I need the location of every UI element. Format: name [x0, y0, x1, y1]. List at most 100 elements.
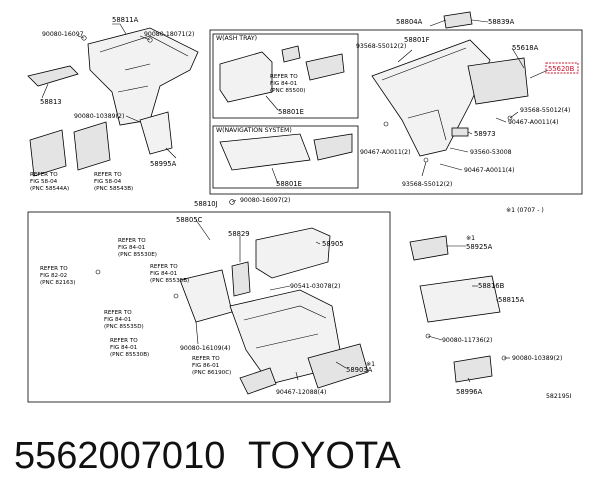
svg-text:(PNC 86190C): (PNC 86190C): [192, 370, 231, 376]
parts-diagram: 58811A 90080-16097 90080-18071(2) 58813 …: [27, 11, 583, 403]
ref-85535B[interactable]: REFER TO FIG 84-01 (PNC 85535B): [150, 264, 189, 284]
ash-tray-inset-frame: [212, 33, 359, 119]
part-58801F-detail: [381, 47, 467, 141]
callout-58801E-nav[interactable]: 58801E: [276, 180, 302, 188]
svg-text:FIG 84-01: FIG 84-01: [104, 317, 132, 323]
mark-note-1b: ※1: [366, 361, 375, 368]
part-58995A-shape: [139, 111, 173, 155]
callout-55618A[interactable]: 55618A: [512, 44, 539, 52]
callout-58801F[interactable]: 58801F: [404, 36, 430, 44]
svg-text:(PNC 85530E): (PNC 85530E): [118, 252, 157, 258]
ref-85530B[interactable]: REFER TO FIG 84-01 (PNC 85530B): [110, 338, 149, 358]
nav-insert: [313, 133, 353, 161]
svg-text:(PNC 82163): (PNC 82163): [40, 280, 75, 286]
callout-58829[interactable]: 58829: [228, 230, 250, 238]
callout-90467-A0011-4-top[interactable]: 90467-A0011(4): [508, 119, 559, 126]
part-58905-shape: [255, 227, 331, 279]
footer: 5562007010 TOYOTA: [8, 428, 598, 488]
part-58973-shape: [451, 127, 469, 137]
callout-93568-55012-top[interactable]: 93568-55012(2): [356, 43, 406, 50]
callout-93568-55012-4[interactable]: 93568-55012(4): [520, 107, 570, 114]
callout-58925A[interactable]: 58925A: [466, 243, 493, 251]
svg-text:FIG 82-02: FIG 82-02: [40, 273, 67, 279]
ref-85500[interactable]: REFER TO FIG 84-01 (PNC 85500): [270, 74, 305, 94]
rear-lower-cover: [239, 367, 277, 395]
left-switch-panel-b: [73, 121, 111, 171]
callout-58804A[interactable]: 58804A: [396, 18, 423, 26]
svg-text:(PNC 85500): (PNC 85500): [270, 88, 305, 94]
svg-text:REFER TO: REFER TO: [270, 74, 298, 80]
callout-58815A[interactable]: 58815A: [498, 296, 525, 304]
highlight-box-55620B: [545, 62, 579, 74]
callout-90467-A0011-2[interactable]: 90467-A0011(2): [360, 149, 411, 156]
mark-note-1a: ※1: [466, 235, 475, 242]
navigation-inset-frame: [212, 125, 359, 189]
callout-58811A[interactable]: 58811A: [112, 16, 139, 24]
ref-85535D[interactable]: REFER TO FIG 84-01 (PNC 85535D): [104, 310, 144, 330]
upper-right-frame: [209, 29, 583, 195]
callout-93568-55012-bottom[interactable]: 93568-55012(2): [402, 181, 452, 188]
fasteners: [81, 35, 513, 361]
callout-58973[interactable]: 58973: [474, 130, 496, 138]
callout-58816B[interactable]: 58816B: [478, 282, 505, 290]
callout-90467-12088[interactable]: 90467-12088(4): [276, 389, 326, 396]
svg-text:FIG 58-04: FIG 58-04: [30, 179, 58, 185]
ref-86190C[interactable]: REFER TO FIG 86-01 (PNC 86190C): [192, 356, 231, 376]
callout-90080-18071[interactable]: 90080-18071(2): [144, 31, 194, 38]
callout-90080-11736[interactable]: 90080-11736(2): [442, 337, 492, 344]
part-58839A-shape: [443, 11, 473, 29]
bolt-marker: [383, 121, 389, 127]
svg-text:(PNC 85535D): (PNC 85535D): [104, 324, 144, 330]
callout-55620B[interactable]: 55620B: [548, 65, 575, 73]
svg-text:FIG 84-01: FIG 84-01: [150, 271, 178, 277]
callout-58996A[interactable]: 58996A: [456, 388, 483, 396]
svg-text:REFER TO: REFER TO: [30, 172, 58, 178]
part-58810J-detail: [243, 305, 327, 349]
callout-90080-16097-2[interactable]: 90080-16097(2): [240, 197, 290, 204]
ash-tray-panel: [219, 51, 273, 103]
ash-tray-insert: [305, 53, 345, 81]
svg-text:REFER TO: REFER TO: [94, 172, 122, 178]
svg-text:REFER TO: REFER TO: [150, 264, 178, 270]
callout-58810J[interactable]: 58810J: [194, 200, 218, 208]
svg-text:REFER TO: REFER TO: [104, 310, 132, 316]
svg-text:(PNC 58544A): (PNC 58544A): [30, 186, 69, 192]
part-55618A-shape: [467, 57, 529, 105]
part-58801F-shape: [371, 39, 491, 157]
ref-85530E[interactable]: REFER TO FIG 84-01 (PNC 85530E): [118, 238, 157, 258]
diagram-canvas: 58811A 90080-16097 90080-18071(2) 58813 …: [27, 11, 583, 403]
brand-text: TOYOTA: [248, 435, 401, 477]
callout-58805C[interactable]: 58805C: [176, 216, 203, 224]
lower-left-frame: [27, 211, 391, 403]
svg-text:FIG 84-01: FIG 84-01: [110, 345, 138, 351]
ref-82163[interactable]: REFER TO FIG 82-02 (PNC 82163): [40, 266, 75, 286]
part-58811A-shape: [87, 27, 199, 126]
part-58925A-shape: [409, 235, 449, 261]
callout-58813[interactable]: 58813: [40, 98, 62, 106]
ash-tray-inset-label: W(ASH TRAY): [216, 35, 257, 42]
callout-90467-A0011-4-bottom[interactable]: 90467-A0011(4): [464, 167, 515, 174]
svg-text:FIG 58-04: FIG 58-04: [94, 179, 122, 185]
svg-text:REFER TO: REFER TO: [118, 238, 146, 244]
ref-58543B[interactable]: REFER TO FIG 58-04 (PNC 58543B): [94, 172, 133, 192]
svg-text:(PNC 85530B): (PNC 85530B): [110, 352, 149, 358]
callout-90541-03078[interactable]: 90541-03078(2): [290, 283, 340, 290]
callout-58995A[interactable]: 58995A: [150, 160, 177, 168]
part-58996A-shape: [453, 355, 493, 383]
svg-text:FIG 86-01: FIG 86-01: [192, 363, 220, 369]
callout-90080-16109[interactable]: 90080-16109(4): [180, 345, 230, 352]
callout-58801E-ash[interactable]: 58801E: [278, 108, 304, 116]
part-58903A-shape: [307, 343, 369, 389]
callout-90080-10389[interactable]: 90080-10389(2): [74, 113, 124, 120]
part-58815A-shape: [419, 275, 501, 323]
leader-lines: [41, 19, 549, 383]
callout-90080-16097[interactable]: 90080-16097: [42, 31, 84, 38]
bolt-marker: [173, 293, 179, 299]
callout-93560-53008[interactable]: 93560-53008: [470, 149, 512, 156]
callout-58905[interactable]: 58905: [322, 240, 344, 248]
ref-58544A[interactable]: REFER TO FIG 58-04 (PNC 58544A): [30, 172, 69, 192]
callout-58839A[interactable]: 58839A: [488, 18, 515, 26]
nav-panel: [219, 133, 311, 171]
callout-90080-10389-right[interactable]: 90080-10389(2): [512, 355, 562, 362]
callout-58903A[interactable]: 58903A: [346, 366, 373, 374]
